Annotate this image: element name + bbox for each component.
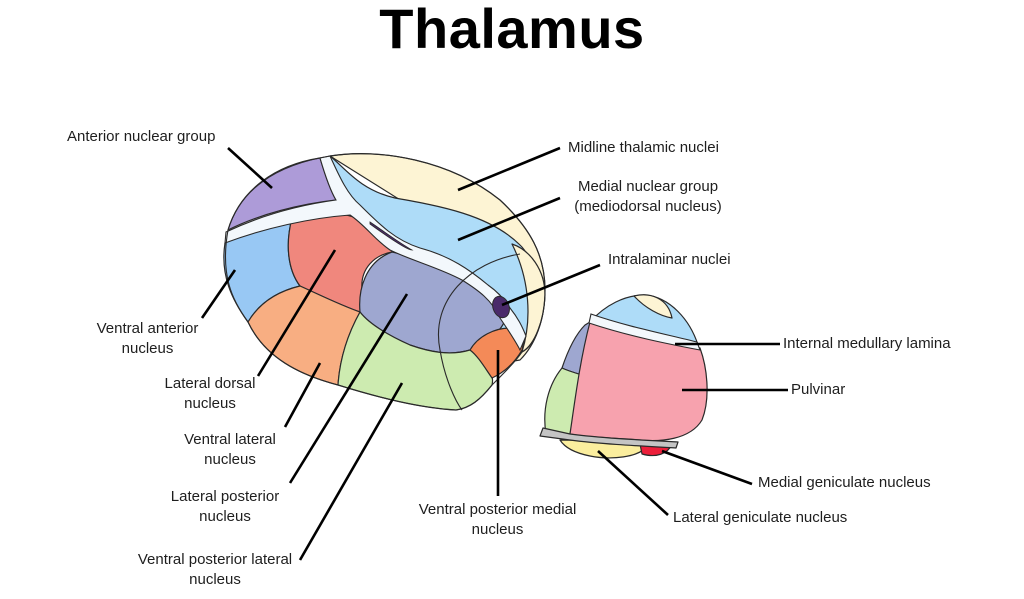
leader-ventral-anterior-nucleus xyxy=(200,269,237,319)
label-medial-nuclear-group: Medial nuclear group (mediodorsal nucleu… xyxy=(563,177,733,217)
main-thalamus xyxy=(223,153,546,411)
label-ventral-anterior-line1: Ventral anterior xyxy=(96,320,199,337)
leader-ventral-lateral-nucleus xyxy=(283,362,322,428)
leader-lateral-geniculate-nucleus xyxy=(597,450,669,516)
leader-anterior-nuclear-group xyxy=(227,147,273,189)
label-lateral-dorsal-line1: Lateral dorsal xyxy=(164,375,256,392)
label-ventral-posterior-lateral-line2: nucleus xyxy=(189,571,241,588)
label-lateral-posterior-line2: nucleus xyxy=(199,508,251,525)
label-medial-nuclear-group-line1: Medial nuclear group xyxy=(577,178,719,195)
label-ventral-lateral-line1: Ventral lateral xyxy=(184,431,276,448)
label-anterior-nuclear-group: Anterior nuclear group xyxy=(67,128,216,145)
label-lateral-posterior-line1: Lateral posterior xyxy=(170,488,280,505)
leader-intralaminar-nuclei xyxy=(501,263,601,307)
label-ventral-anterior-nucleus: Ventral anterior nucleus xyxy=(80,319,215,359)
label-midline-thalamic-nuclei: Midline thalamic nuclei xyxy=(568,139,719,156)
label-medial-geniculate-nucleus: Medial geniculate nucleus xyxy=(758,474,931,491)
posterior-thalamus xyxy=(539,294,708,459)
leader-medial-nuclear-group xyxy=(457,196,561,242)
region-posterior-midline-cap xyxy=(633,294,673,319)
label-medial-nuclear-group-line2: (mediodorsal nucleus) xyxy=(574,198,722,215)
label-intralaminar-nuclei: Intralaminar nuclei xyxy=(608,251,731,268)
region-ventral-posterior-medial-nucleus xyxy=(469,327,524,379)
label-lateral-geniculate-nucleus: Lateral geniculate nucleus xyxy=(673,509,848,526)
label-ventral-posterior-lateral-line1: Ventral posterior lateral xyxy=(137,551,293,568)
label-ventral-posterior-lateral-nucleus: Ventral posterior lateral nucleus xyxy=(125,550,305,590)
label-ventral-posterior-medial-line1: Ventral posterior medial xyxy=(418,501,577,518)
leader-lines xyxy=(200,146,788,561)
leader-lateral-posterior-nucleus xyxy=(288,293,409,484)
leader-lateral-dorsal-nucleus xyxy=(256,249,337,377)
label-ventral-lateral-line2: nucleus xyxy=(204,451,256,468)
outline-main xyxy=(224,153,546,411)
diagram-title: Thalamus xyxy=(379,0,645,60)
label-ventral-posterior-medial-nucleus: Ventral posterior medial nucleus xyxy=(405,500,590,540)
label-lateral-dorsal-nucleus: Lateral dorsal nucleus xyxy=(150,374,270,414)
label-lateral-posterior-nucleus: Lateral posterior nucleus xyxy=(160,487,290,527)
label-lateral-dorsal-line2: nucleus xyxy=(184,395,236,412)
label-ventral-posterior-medial-line2: nucleus xyxy=(471,521,524,538)
label-ventral-anterior-line2: nucleus xyxy=(121,340,174,357)
leader-ventral-posterior-lateral-nucleus xyxy=(298,382,404,561)
region-internal-medullary-lamina-posterior xyxy=(588,313,701,351)
leader-medial-geniculate-nucleus xyxy=(661,449,753,486)
label-ventral-lateral-nucleus: Ventral lateral nucleus xyxy=(170,430,290,470)
leader-midline-thalamic-nuclei xyxy=(457,146,561,192)
label-pulvinar: Pulvinar xyxy=(791,381,846,398)
region-gray-lamina xyxy=(539,427,679,449)
label-internal-medullary-lamina: Internal medullary lamina xyxy=(783,335,951,352)
region-intralaminar-nuclei xyxy=(492,295,510,319)
arc-line xyxy=(438,253,521,411)
region-intralaminar-slit xyxy=(369,221,414,251)
